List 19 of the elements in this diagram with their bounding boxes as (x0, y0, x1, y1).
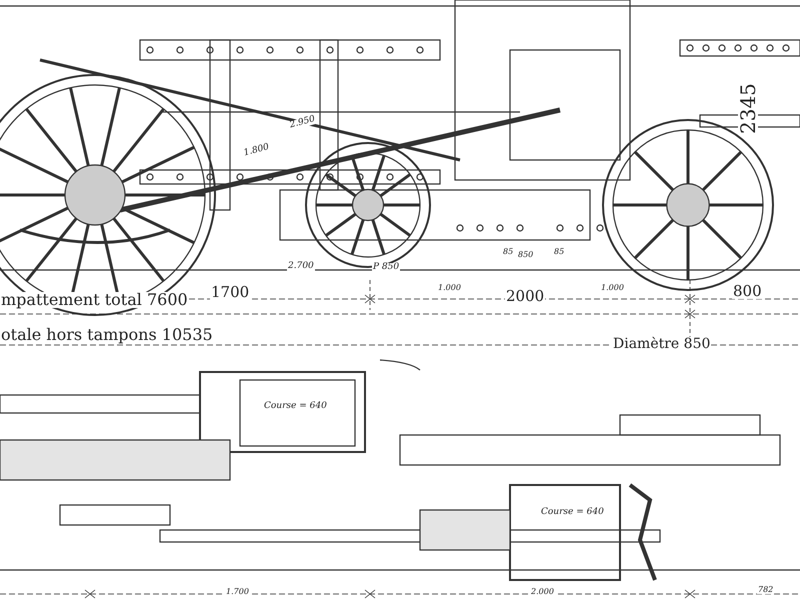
dimension-label: 2000 (505, 289, 546, 304)
dimension-label: 1.700 (225, 588, 250, 596)
dimension-text: Diamètre 850 (612, 337, 712, 351)
dimension-label: 1.000 (600, 284, 625, 292)
dimension-label: 2345 (738, 82, 758, 135)
dimension-label: 2.000 (530, 588, 555, 596)
dimension-label: 2.700 (287, 262, 315, 271)
dimension-label: 850 (517, 251, 534, 259)
dimension-text: otale hors tampons 10535 (0, 327, 214, 343)
dimension-label: 1700 (210, 285, 250, 300)
dimension-label: 782 (757, 586, 774, 594)
dimension-label: 1.000 (437, 284, 462, 292)
dimension-text: mpattement total 7600 (0, 292, 189, 308)
dimension-label: 85 (553, 248, 566, 256)
stroke-label: Course = 640 (263, 402, 328, 411)
dimension-label: P 850 (372, 263, 400, 272)
dimension-label: 800 (732, 284, 763, 299)
dimension-label: 85 (502, 248, 514, 256)
stroke-label: Course = 640 (540, 508, 605, 517)
